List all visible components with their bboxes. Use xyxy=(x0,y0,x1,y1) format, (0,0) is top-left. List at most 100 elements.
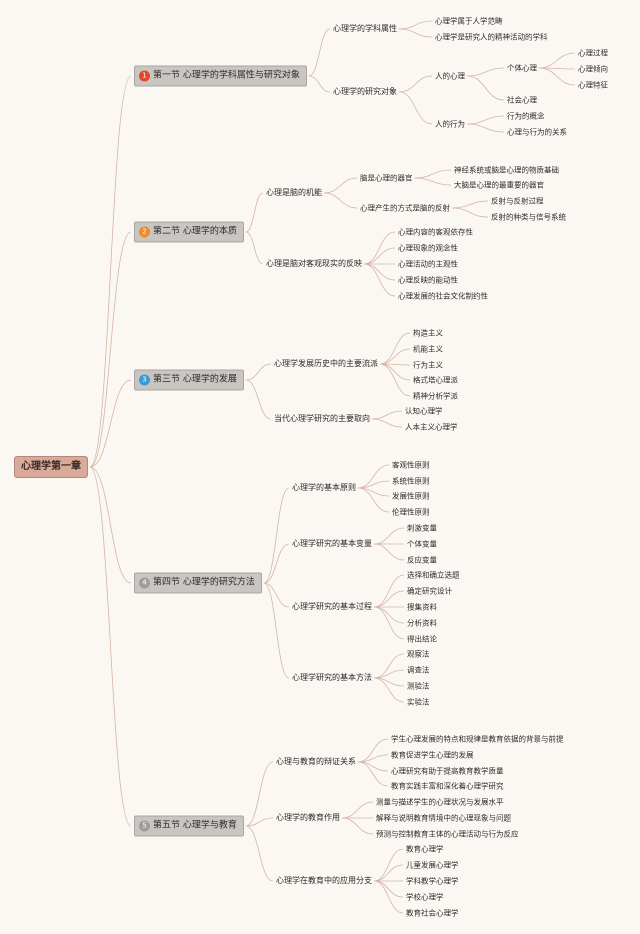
connector-s5c-s5c2 xyxy=(373,864,404,882)
node-behavior-concept[interactable]: 行为的概念 xyxy=(507,111,545,121)
node-subject-teaching-psychology[interactable]: 学科教学心理学 xyxy=(406,876,459,886)
node-response-variable[interactable]: 反应变量 xyxy=(407,555,437,565)
node-behaviorism[interactable]: 行为主义 xyxy=(413,360,443,370)
node-individual-psychology[interactable]: 个体心理 xyxy=(507,63,537,73)
node-reflex-types[interactable]: 反射的种类与信号系统 xyxy=(491,212,566,222)
connector-s2b-s2b1 xyxy=(363,231,396,265)
connector-s4c-s4c5 xyxy=(373,606,405,640)
connector-s3b-s3b1 xyxy=(371,410,403,420)
node-nervous-system-basis[interactable]: 神经系统或脑是心理的物质基础 xyxy=(454,165,559,175)
node-research-object[interactable]: 心理学的研究对象 xyxy=(333,87,397,96)
node-cognitive-psychology[interactable]: 认知心理学 xyxy=(405,406,443,416)
node-basic-methods[interactable]: 心理学研究的基本方法 xyxy=(292,673,372,682)
connector-s3-s3a xyxy=(245,363,272,381)
node-measure-describe[interactable]: 测量与描述学生的心理状况与发展水平 xyxy=(376,797,504,807)
node-psychoanalysis[interactable]: 精神分析学派 xyxy=(413,391,458,401)
node-development-basis[interactable]: 学生心理发展的特点和规律是教育依据的背景与前提 xyxy=(391,734,564,744)
node-application-branches[interactable]: 心理学在教育中的应用分支 xyxy=(276,876,372,885)
connector-s4b-s4b1 xyxy=(373,527,405,545)
node-select-topic[interactable]: 选择和确立选题 xyxy=(407,570,460,580)
node-analyze-data[interactable]: 分析资料 xyxy=(407,618,437,628)
node-mental-activity-science[interactable]: 心理学是研究人的精神活动的学科 xyxy=(435,32,548,42)
connector-s1a-s1a2 xyxy=(398,28,433,38)
node-mental-trait[interactable]: 心理特征 xyxy=(578,80,608,90)
connector-s1b-s1b2 xyxy=(398,91,433,125)
node-predict-control[interactable]: 预测与控制教育主体的心理活动与行为反应 xyxy=(376,829,519,839)
node-social-psychology[interactable]: 社会心理 xyxy=(507,95,537,105)
node-test[interactable]: 测验法 xyxy=(407,681,430,691)
node-basic-variables[interactable]: 心理学研究的基本变量 xyxy=(292,539,372,548)
node-research-design[interactable]: 确定研究设计 xyxy=(407,586,452,596)
node-human-behavior[interactable]: 人的行为 xyxy=(435,119,465,129)
node-mental-process[interactable]: 心理过程 xyxy=(578,48,608,58)
node-human-science[interactable]: 心理学属于人学范畴 xyxy=(435,16,503,26)
node-brain-reflex[interactable]: 心理产生的方式是脑的反射 xyxy=(360,203,450,213)
node-historical-schools[interactable]: 心理学发展历史中的主要流派 xyxy=(274,359,378,368)
node-explain-phenomena[interactable]: 解释与说明教育情境中的心理现象与问题 xyxy=(376,813,511,823)
section-4-title: 第四节 心理学的研究方法 xyxy=(153,577,255,588)
node-gestalt[interactable]: 格式塔心理派 xyxy=(413,375,458,385)
node-ethics-principle[interactable]: 伦理性原则 xyxy=(392,507,430,517)
node-brain-function[interactable]: 心理是脑的机能 xyxy=(266,188,322,197)
node-development-principle[interactable]: 发展性原则 xyxy=(392,491,430,501)
node-brain-organ[interactable]: 脑是心理的器官 xyxy=(360,173,413,183)
node-educational-psychology[interactable]: 教育心理学 xyxy=(406,844,444,854)
node-sociocultural-constraint[interactable]: 心理发展的社会文化制约性 xyxy=(398,291,488,301)
connector-s4a-s4a4 xyxy=(357,487,390,513)
node-conclusion[interactable]: 得出结论 xyxy=(407,634,437,644)
node-experiment[interactable]: 实验法 xyxy=(407,697,430,707)
node-structuralism[interactable]: 构造主义 xyxy=(413,328,443,338)
node-contemporary-orientation[interactable]: 当代心理学研究的主要取向 xyxy=(274,414,370,423)
node-educational-social-psychology[interactable]: 教育社会心理学 xyxy=(406,908,459,918)
connector-s4c-s4c1 xyxy=(373,574,405,608)
node-reality-reflection[interactable]: 心理是脑对客观现实的反映 xyxy=(266,259,362,268)
node-stimulus-variable[interactable]: 刺激变量 xyxy=(407,523,437,533)
root-node[interactable]: 心理学第一章 xyxy=(14,456,88,478)
node-humanistic-psychology[interactable]: 人本主义心理学 xyxy=(405,422,458,432)
node-dialectical-relation[interactable]: 心理与教育的辩证关系 xyxy=(276,757,356,766)
connector-s1a-s1a1 xyxy=(398,20,433,30)
node-objectivity-principle[interactable]: 客观性原则 xyxy=(392,460,430,470)
node-improve-quality[interactable]: 心理研究有助于提高教育教学质量 xyxy=(391,766,504,776)
connector-s4a-s4a1 xyxy=(357,464,390,489)
connector-s1b1-s1b1b xyxy=(466,75,505,101)
connector-s4d-s4d2 xyxy=(373,669,405,679)
connector-s4-s4b xyxy=(263,543,290,584)
node-education-promotes[interactable]: 教育促进学生心理的发展 xyxy=(391,750,474,760)
connector-s2b-s2b4 xyxy=(363,263,396,281)
node-collect-data[interactable]: 搜集资料 xyxy=(407,602,437,612)
node-initiative[interactable]: 心理反映的能动性 xyxy=(398,275,458,285)
connector-s2a1-s2a1a xyxy=(414,169,452,179)
node-cerebrum-organ[interactable]: 大脑是心理的最重要的器官 xyxy=(454,180,544,190)
node-functionalism[interactable]: 机能主义 xyxy=(413,344,443,354)
node-practice-enriches[interactable]: 教育实践丰富和深化着心理学研究 xyxy=(391,781,504,791)
root-label: 心理学第一章 xyxy=(21,461,81,472)
node-conceptual-nature[interactable]: 心理现象的观念性 xyxy=(398,243,458,253)
connector-root-s1 xyxy=(89,75,132,468)
node-human-psychology[interactable]: 人的心理 xyxy=(435,71,465,81)
connector-s4-s4d xyxy=(263,582,290,679)
node-educational-role[interactable]: 心理学的教育作用 xyxy=(276,813,340,822)
node-survey[interactable]: 调查法 xyxy=(407,665,430,675)
connector-root-s3 xyxy=(89,379,132,468)
node-basic-process[interactable]: 心理学研究的基本过程 xyxy=(292,602,372,611)
node-objective-dependence[interactable]: 心理内容的客观依存性 xyxy=(398,227,473,237)
node-basic-principles[interactable]: 心理学的基本原则 xyxy=(292,483,356,492)
node-child-psychology[interactable]: 儿童发展心理学 xyxy=(406,860,459,870)
node-individual-variable[interactable]: 个体变量 xyxy=(407,539,437,549)
node-reflex-process[interactable]: 反射与反射过程 xyxy=(491,196,544,206)
node-subject-attribute[interactable]: 心理学的学科属性 xyxy=(333,24,397,33)
node-school-psychology[interactable]: 学校心理学 xyxy=(406,892,444,902)
connector-s5b-s5b3 xyxy=(341,817,374,835)
node-subjectivity[interactable]: 心理活动的主观性 xyxy=(398,259,458,269)
node-mental-tendency[interactable]: 心理倾向 xyxy=(578,64,608,74)
node-system-principle[interactable]: 系统性原则 xyxy=(392,476,430,486)
node-observation[interactable]: 观察法 xyxy=(407,649,430,659)
node-mind-behavior-relation[interactable]: 心理与行为的关系 xyxy=(507,127,567,137)
